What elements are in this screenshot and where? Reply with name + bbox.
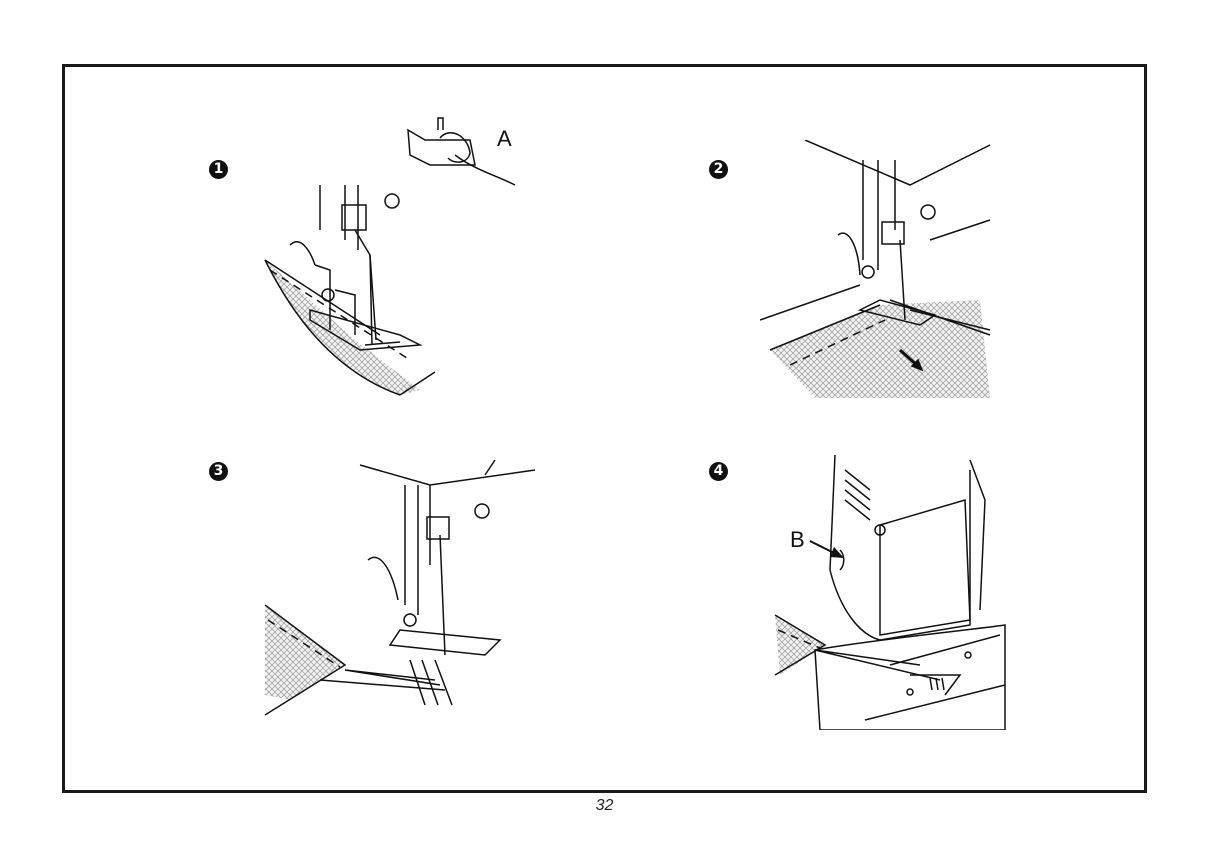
page-number: 32 [0, 797, 1209, 815]
step-1-illustration [260, 110, 550, 410]
part-b-label: B [790, 527, 805, 553]
step-1-badge: 1 [209, 160, 228, 179]
step-2-badge: 2 [709, 160, 728, 179]
step-3-badge: 3 [209, 462, 228, 481]
step-2-illustration [760, 140, 1000, 405]
part-a-label: A [497, 126, 512, 152]
step-4-badge: 4 [709, 462, 728, 481]
step-3-illustration [260, 455, 550, 720]
part-b-arrow [808, 537, 848, 561]
step-4-illustration [770, 450, 1010, 730]
